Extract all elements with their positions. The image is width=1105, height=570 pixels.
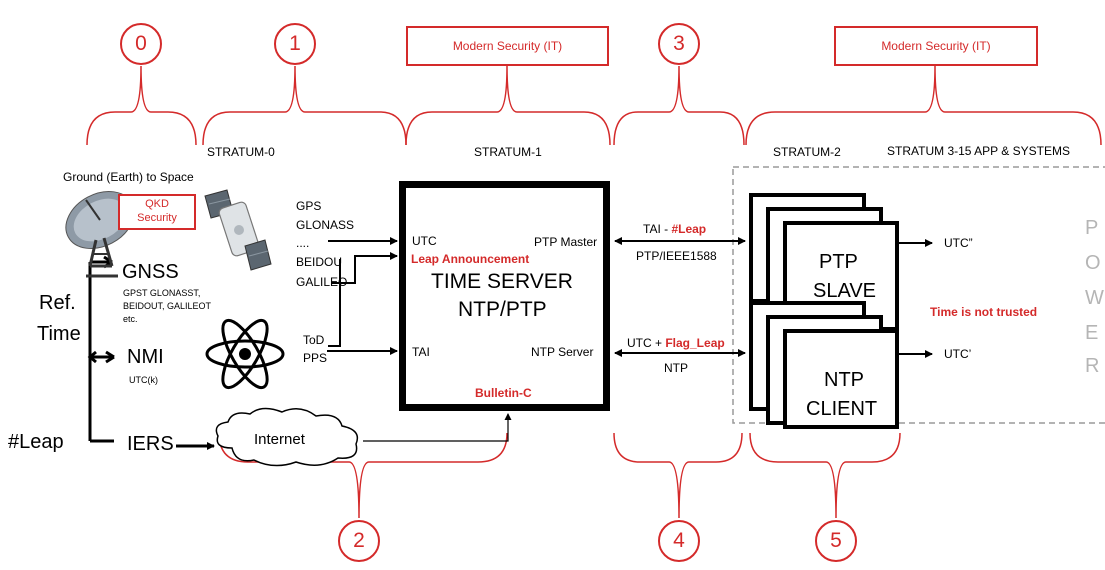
ref-time-spine	[87, 255, 115, 443]
server-tai-label: TAI	[412, 345, 430, 359]
power-letter-w: W	[1085, 287, 1104, 309]
top-braces	[86, 65, 1102, 146]
flag-leap: Flag_Leap	[665, 336, 725, 350]
ntp-client-title-1: NTP	[824, 369, 864, 391]
nmi-label: NMI	[127, 346, 164, 368]
modern-security-box-right: Modern Security (IT)	[834, 26, 1038, 66]
utc-ntp-output: UTC’	[944, 347, 972, 361]
marker-1: 1	[274, 23, 316, 65]
utc-ptp-output: UTC”	[944, 236, 973, 250]
power-letter-r: R	[1085, 355, 1100, 377]
internet-label: Internet	[254, 431, 305, 448]
stratum-2-label: STRATUM-2	[773, 145, 841, 159]
nmi-sub: UTC(k)	[129, 375, 158, 385]
ref-time-line1: Ref.	[39, 292, 76, 314]
marker-3: 3	[658, 23, 700, 65]
marker-0: 0	[120, 23, 162, 65]
dots-label: ....	[296, 236, 310, 250]
marker-2: 2	[338, 520, 380, 562]
pps-label: PPS	[303, 351, 328, 365]
server-utc-label: UTC	[412, 234, 437, 248]
gnss-label: GNSS	[122, 261, 179, 283]
ptp-slave-title-1: PTP	[819, 251, 858, 273]
time-server-box	[399, 181, 610, 411]
power-letter-p: P	[1085, 217, 1099, 239]
ptp-slave-title-2: SLAVE	[813, 280, 876, 302]
gnss-sub-3: etc.	[123, 314, 138, 324]
power-letter-e: E	[1085, 322, 1099, 344]
ground-to-space-label: Ground (Earth) to Space	[63, 170, 194, 184]
ref-time-line2: Time	[37, 323, 81, 345]
satellite-icon	[204, 189, 272, 271]
beidou-label: BEIDOU	[296, 255, 343, 269]
ptp-master-label: PTP Master	[534, 235, 598, 249]
cloud-icon	[215, 407, 359, 467]
ntp-protocol-label: NTP	[664, 361, 688, 375]
ntp-link-label: UTC + Flag_Leap	[627, 337, 725, 349]
bulletin-c-label: Bulletin-C	[475, 386, 532, 400]
utc-prefix: UTC +	[627, 336, 666, 350]
stratum-0-label: STRATUM-0	[207, 145, 275, 159]
gnss-sub-1: GPST GLONASST,	[123, 288, 201, 298]
leap-label: #Leap	[8, 431, 64, 453]
stratum-3-15-region	[732, 166, 1105, 424]
time-not-trusted-label: Time is not trusted	[930, 305, 1038, 319]
modern-security-box-left: Modern Security (IT)	[406, 26, 609, 66]
server-title-2: NTP/PTP	[458, 298, 547, 321]
atom-icon	[205, 318, 285, 390]
gnss-sub-2: BEIDOUT, GALILEOT	[123, 301, 212, 311]
power-letter-o: O	[1085, 252, 1101, 274]
stratum-3-15-label: STRATUM 3-15 APP & SYSTEMS	[887, 144, 1070, 158]
galileo-label: GALILEO	[296, 275, 348, 289]
ptp-protocol-label: PTP/IEEE1588	[636, 249, 717, 263]
ptp-link-label: TAI - #Leap	[643, 223, 706, 235]
marker-4: 4	[658, 520, 700, 562]
stratum-1-label: STRATUM-1	[474, 145, 542, 159]
glonass-label: GLONASS	[296, 218, 355, 232]
tod-label: ToD	[303, 333, 325, 347]
marker-5: 5	[815, 520, 857, 562]
tai-prefix: TAI -	[643, 222, 672, 236]
ntp-server-label: NTP Server	[531, 345, 594, 359]
gps-label: GPS	[296, 199, 322, 213]
qkd-security-box: QKD Security	[118, 194, 196, 230]
server-title-1: TIME SERVER	[431, 270, 573, 293]
tai-leap-flag: #Leap	[671, 222, 707, 236]
bottom-braces	[218, 432, 901, 519]
ntp-client-card	[783, 329, 899, 429]
iers-label: IERS	[127, 433, 174, 455]
ntp-client-title-2: CLIENT	[806, 398, 878, 420]
leap-announcement-label: Leap Announcement	[411, 252, 530, 266]
satellite-dish-icon	[65, 190, 135, 278]
